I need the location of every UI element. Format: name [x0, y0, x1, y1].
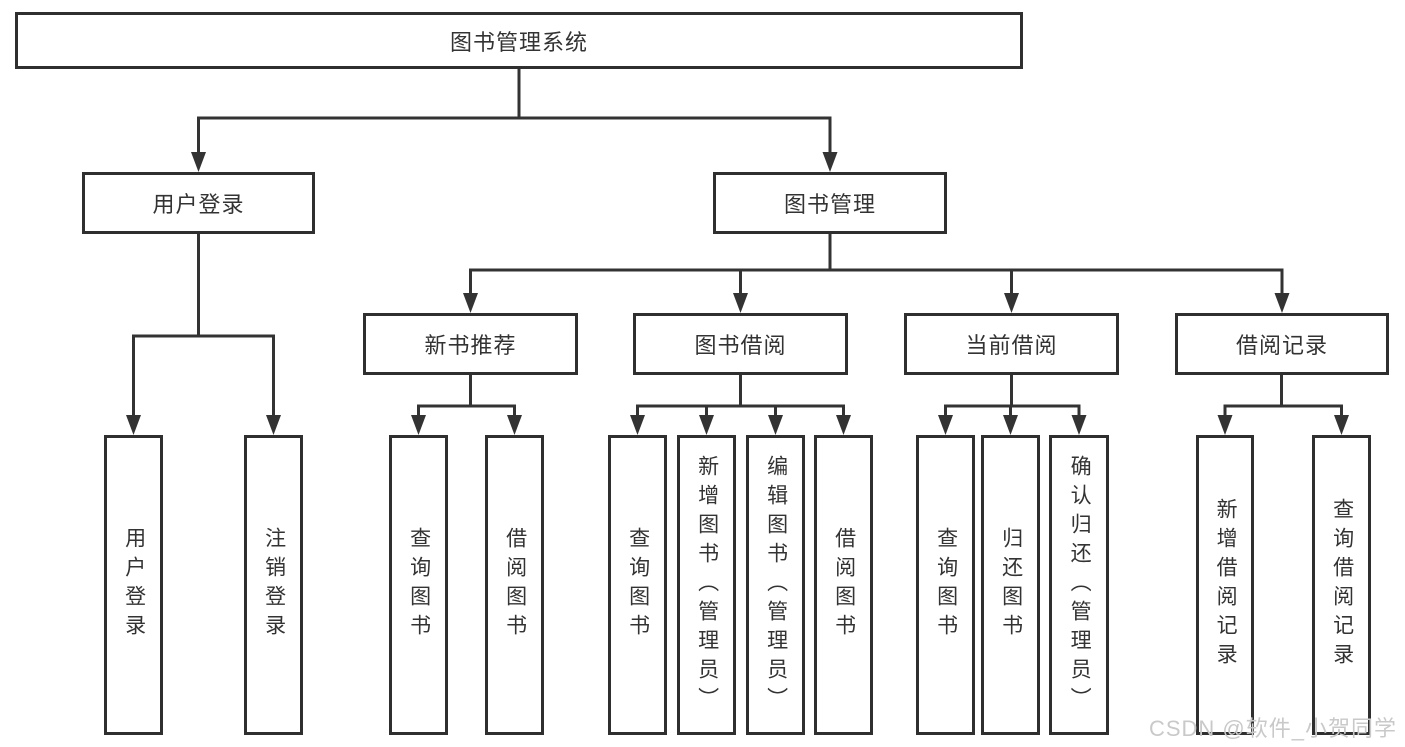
arrowhead [126, 415, 141, 435]
connector-current-borrow [938, 375, 1087, 435]
node-user-login-label: 用户登录 [152, 192, 245, 217]
leaf-current-confirm-return-admin: 确认归还（管理员） [1049, 435, 1109, 735]
leaf-logout-label: 注销登录 [262, 527, 286, 643]
leaf-borrow-add-books-admin-label: 新增图书（管理员） [695, 454, 719, 716]
leaf-user-login-label: 用户登录 [122, 527, 146, 643]
node-new-books: 新书推荐 [363, 313, 578, 375]
arrowhead [411, 415, 426, 435]
leaf-borrow-add-books-admin: 新增图书（管理员） [677, 435, 736, 735]
node-book-mgmt: 图书管理 [713, 172, 947, 234]
node-user-login: 用户登录 [82, 172, 315, 234]
leaf-current-query-books: 查询图书 [916, 435, 975, 735]
leaf-current-query-books-label: 查询图书 [934, 527, 958, 643]
node-root: 图书管理系统 [15, 12, 1023, 69]
leaf-recommend-query-books: 查询图书 [389, 435, 448, 735]
connector-new-books [411, 375, 522, 435]
arrowhead [836, 415, 851, 435]
node-book-borrow-label: 图书借阅 [694, 333, 787, 358]
arrowhead [266, 415, 281, 435]
leaf-borrow-borrow-books: 借阅图书 [814, 435, 873, 735]
connector-user-login [126, 234, 281, 435]
arrowhead [630, 415, 645, 435]
arrowhead [938, 415, 953, 435]
node-current-borrow: 当前借阅 [904, 313, 1119, 375]
leaf-borrow-query-books-label: 查询图书 [626, 527, 650, 643]
leaf-user-login: 用户登录 [104, 435, 163, 735]
node-borrow-records-label: 借阅记录 [1235, 333, 1328, 358]
leaf-recommend-borrow-books-label: 借阅图书 [503, 527, 527, 643]
arrowhead [1071, 415, 1087, 435]
arrowhead [822, 152, 838, 172]
node-root-label: 图书管理系统 [449, 29, 588, 55]
leaf-recommend-borrow-books: 借阅图书 [485, 435, 544, 735]
leaf-borrow-edit-books-admin-label: 编辑图书（管理员） [764, 454, 788, 716]
arrowhead [463, 293, 478, 313]
arrowhead [1004, 293, 1019, 313]
arrowhead [1334, 415, 1349, 435]
leaf-current-return-books: 归还图书 [981, 435, 1040, 735]
arrowhead [768, 415, 783, 435]
leaf-records-add-record: 新增借阅记录 [1196, 435, 1254, 735]
connector-root [191, 68, 838, 172]
leaf-borrow-query-books: 查询图书 [608, 435, 667, 735]
csdn-watermark: CSDN @软件_小贺同学 [1148, 716, 1397, 741]
connector-book-mgmt [463, 234, 1290, 313]
leaf-records-query-record: 查询借阅记录 [1312, 435, 1371, 735]
node-borrow-records: 借阅记录 [1175, 313, 1389, 375]
leaf-current-confirm-return-admin-label: 确认归还（管理员） [1068, 454, 1092, 716]
arrowhead [1274, 293, 1290, 313]
leaf-borrow-borrow-books-label: 借阅图书 [832, 527, 856, 643]
arrowhead [699, 415, 714, 435]
leaf-logout: 注销登录 [244, 435, 303, 735]
leaf-records-query-record-label: 查询借阅记录 [1330, 498, 1354, 672]
node-book-mgmt-label: 图书管理 [783, 192, 876, 217]
node-new-books-label: 新书推荐 [424, 333, 517, 358]
leaf-borrow-edit-books-admin: 编辑图书（管理员） [746, 435, 805, 735]
leaf-records-add-record-label: 新增借阅记录 [1214, 498, 1238, 672]
arrowhead [1217, 415, 1233, 435]
connector-borrow-records [1217, 375, 1349, 435]
leaf-recommend-query-books-label: 查询图书 [407, 527, 431, 643]
connector-book-borrow [630, 375, 851, 435]
arrowhead [1003, 415, 1018, 435]
leaf-current-return-books-label: 归还图书 [999, 527, 1023, 643]
arrowhead [733, 293, 748, 313]
arrowhead [191, 152, 206, 172]
node-current-borrow-label: 当前借阅 [965, 333, 1058, 358]
arrowhead [507, 415, 522, 435]
node-book-borrow: 图书借阅 [633, 313, 848, 375]
